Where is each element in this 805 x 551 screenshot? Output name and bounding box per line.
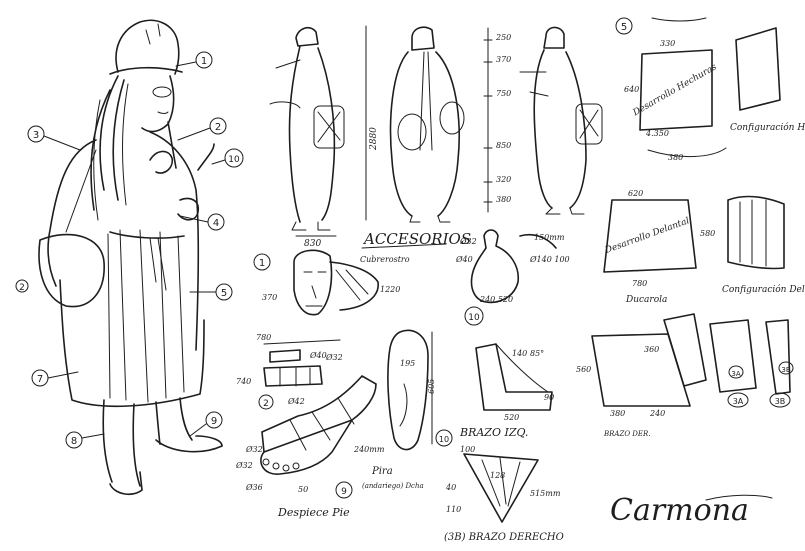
sandal-dim-w: 195: [400, 359, 415, 368]
callout-7: 7: [37, 374, 43, 385]
dim-f: 380: [496, 195, 511, 204]
acc-number: 2: [263, 399, 269, 409]
mask-label: Cubrerostro: [360, 255, 410, 264]
sleeve-label-3b-b: 3B: [775, 397, 786, 406]
dim-b: 370: [496, 55, 511, 64]
callout-4: 4: [213, 218, 219, 229]
dim-height: 2880: [369, 127, 379, 151]
sandal-sole: 195 605 10: [387, 329, 453, 451]
mask-piece: 1 370 1220 Cubrerostro: [253, 249, 410, 316]
hat-number: 5: [621, 22, 627, 33]
rarm-dim-c: 40: [445, 483, 456, 492]
callout-1: 1: [201, 56, 207, 67]
sleeve-dim-side: 560: [576, 365, 591, 374]
dim-e: 320: [496, 175, 511, 184]
foot-dim-d: 50: [298, 485, 308, 494]
flask-dim-b: Ø40: [455, 255, 473, 264]
main-figure: [38, 19, 223, 496]
acc-dim-a: 780: [256, 333, 271, 342]
hat-dim-side: 640: [624, 85, 639, 94]
callout-3: 3: [33, 130, 39, 141]
sleeve-dim-b: 240: [649, 409, 665, 418]
sleeve-dim-c: 360: [644, 345, 659, 354]
sleeve-label-3a-b: 3A: [733, 397, 744, 406]
flask-number: 10: [468, 313, 480, 323]
hat-center-label: Desarrollo Hechuras: [631, 62, 719, 119]
mask-dim-w: 1220: [380, 285, 400, 294]
hat-dim-base: 380: [668, 153, 683, 162]
accessories-heading: ACCESORIOS: [362, 230, 471, 248]
callout-2: 2: [215, 122, 221, 133]
sash-center-label: Desarrollo Delantal: [603, 216, 691, 256]
sleeve-label-3b: 3B: [781, 366, 790, 374]
dim-a: 250: [495, 33, 511, 42]
flask-dim-e: 240 520: [479, 295, 513, 304]
callout-5: 5: [221, 288, 227, 299]
callouts: 1 2 3 4 5 7 8 9 10 2: [15, 51, 244, 449]
sash-dim-bottom: 780: [632, 279, 647, 288]
larm-dim-d: 90: [544, 393, 554, 402]
sole-note: (andariego) Dcha: [362, 482, 424, 490]
sleeve-caption: BRAZO DER.: [603, 430, 651, 438]
foot-dim-e: 240mm: [353, 445, 385, 454]
sash-caption: Ducarola: [625, 295, 667, 305]
flask-piece: Ø32 Ø40 150mm Ø140 100 240 520 10: [455, 229, 570, 326]
dim-d: 850: [496, 141, 511, 150]
figure-dimensions: 2880 830 250 370 750 850 320 380: [295, 25, 511, 249]
sleeve-label-3a: 3A: [731, 370, 740, 378]
dim-c: 750: [496, 89, 511, 98]
callout-9: 9: [211, 416, 217, 427]
flask-dim-c: 150mm: [534, 233, 565, 242]
signature-text: Carmona: [610, 493, 749, 528]
larm-caption: BRAZO IZQ.: [459, 426, 528, 439]
right-arm-pattern: 100 128 40 515mm 110 (3B) BRAZO DERECHO: [444, 445, 564, 543]
foot-dim-b: Ø32: [235, 461, 253, 470]
small-accessory: 780 Ø40 Ø32 Ø42 740 2: [236, 333, 343, 410]
artist-signature: Carmona: [610, 493, 773, 528]
callout-10: 10: [228, 155, 240, 165]
flask-dim-a: Ø32: [459, 237, 477, 246]
flask-dim-d: Ø140 100: [529, 255, 570, 264]
rarm-dim-b: 128: [490, 471, 505, 480]
acc-dim-c: Ø32: [325, 353, 343, 362]
sandal-number: 10: [439, 435, 449, 444]
callout-2b: 2: [19, 283, 25, 293]
sash-pattern: 620 580 780 Desarrollo Delantal Ducarola…: [603, 189, 805, 305]
hat-pattern: 5 330 640 4.350 380 Desarrollo Hechuras …: [615, 17, 805, 162]
rarm-dim-a: 100: [460, 445, 475, 454]
hat-dim-top: 330: [660, 39, 675, 48]
sole-label: Pira: [371, 466, 393, 477]
sleeve-pattern: 560 380 240 360 3A 3B 3A 3B BRAZO DER.: [576, 313, 794, 438]
larm-dim-a: 140: [512, 349, 527, 358]
larm-dim-c: 520: [504, 413, 519, 422]
acc-dim-e: 740: [236, 377, 251, 386]
dim-width: 830: [304, 239, 321, 249]
rarm-dim-e: 110: [446, 505, 461, 514]
foot-dim-a: Ø32: [245, 445, 263, 454]
sash-dim-side: 580: [700, 229, 715, 238]
left-arm-pattern: 140 85° 520 90 BRAZO IZQ.: [459, 343, 554, 439]
foot-number: 9: [341, 487, 347, 497]
acc-dim-b: Ø40: [309, 351, 327, 360]
sleeve-dim-a: 380: [610, 409, 625, 418]
foot-caption: Despiece Pie: [277, 506, 350, 519]
foot-breakdown: Ø32 Ø32 Ø36 50 240mm 9 Despiece Pie Pira…: [235, 375, 424, 519]
rarm-caption: (3B) BRAZO DERECHO: [444, 532, 564, 543]
sash-side-label: Configuración Delantal: [722, 284, 805, 295]
callout-8: 8: [71, 436, 77, 447]
turnaround-figures: [269, 26, 603, 231]
larm-dim-b: 85°: [530, 349, 544, 358]
acc-dim-d: Ø42: [287, 397, 305, 406]
mask-number: 1: [259, 258, 265, 269]
mask-dim-h: 370: [262, 293, 277, 302]
rarm-dim-d: 515mm: [530, 489, 561, 498]
hat-dim-bottom: 4.350: [645, 129, 669, 138]
foot-dim-c: Ø36: [245, 483, 263, 492]
sash-dim-top: 620: [628, 189, 643, 198]
hat-side-label: Configuración Hechura: [730, 122, 805, 133]
